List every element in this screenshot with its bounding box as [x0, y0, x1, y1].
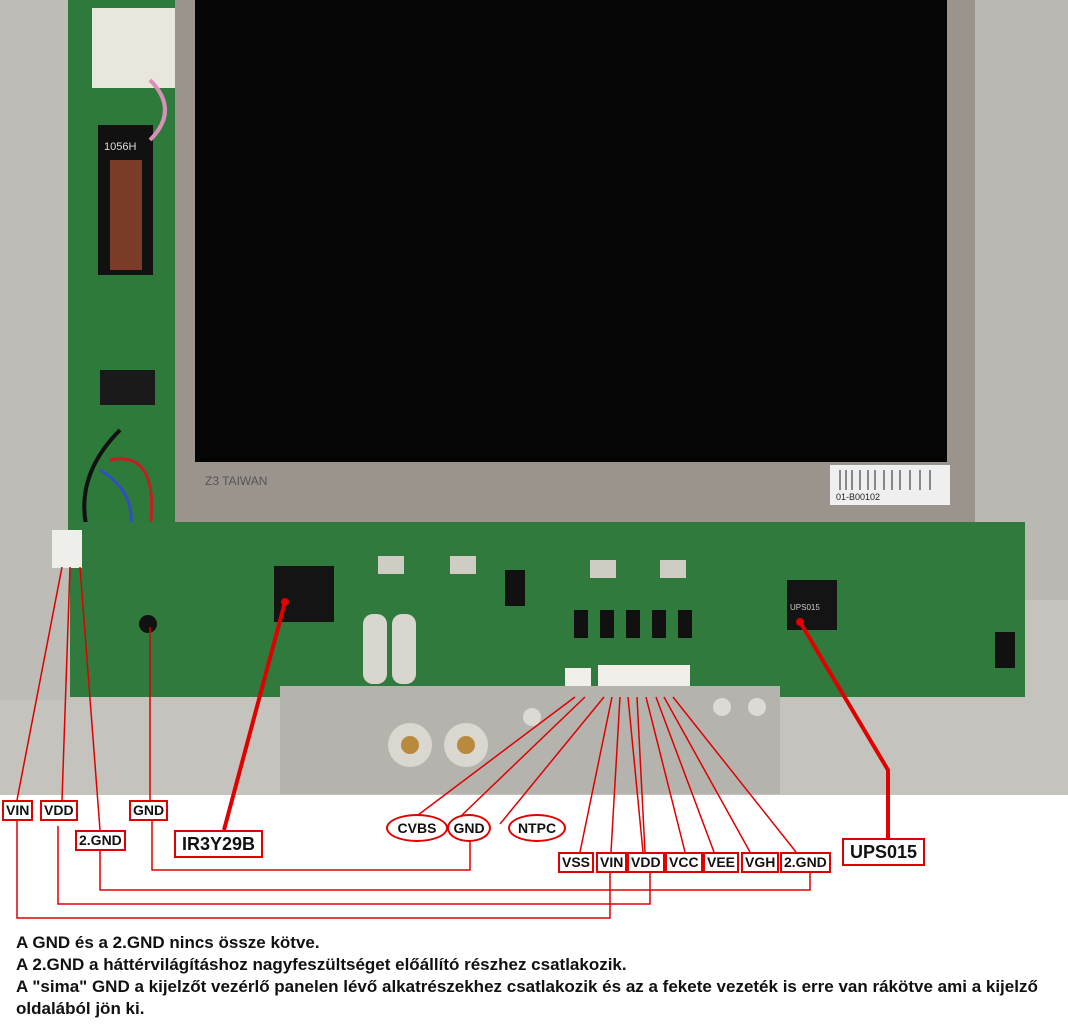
- label-vin-right: VIN: [596, 852, 628, 873]
- small-connector: [52, 530, 82, 568]
- notes: A GND és a 2.GND nincs össze kötve. A 2.…: [16, 932, 1056, 1020]
- screen-label: Z3 TAIWAN: [205, 474, 267, 488]
- pcb-photo: 1056H 01-B00102 Z3 TAIWAN UPS015: [0, 0, 1068, 795]
- label-vgh: VGH: [741, 852, 780, 873]
- main-pcb: [70, 522, 1025, 697]
- label-ups015: UPS015: [842, 838, 926, 866]
- label-vin-left: VIN: [2, 800, 34, 821]
- lcd-screen: [195, 0, 947, 462]
- note-line: A GND és a 2.GND nincs össze kötve.: [16, 933, 320, 952]
- label-cvbs: CVBS: [386, 814, 448, 842]
- label-vcc: VCC: [665, 852, 703, 873]
- note-line: A "sima" GND a kijelzőt vezérlő panelen …: [16, 977, 1043, 1018]
- label-2gnd-left: 2.GND: [75, 830, 126, 851]
- label-2gnd-right: 2.GND: [780, 852, 831, 873]
- photo-drawing: 1056H 01-B00102 Z3 TAIWAN UPS015: [52, 0, 1068, 794]
- barcode-text: 01-B00102: [836, 492, 880, 502]
- transformer-label: 1056H: [104, 141, 136, 153]
- label-ntpc: NTPC: [508, 814, 566, 842]
- label-gnd-small: GND: [447, 814, 491, 842]
- label-vss: VSS: [558, 852, 595, 873]
- chip-ir3y29b: [274, 566, 334, 622]
- label-ir3y29b: IR3Y29B: [174, 830, 264, 858]
- label-vdd-right: VDD: [627, 852, 665, 873]
- label-gnd-mid: GND: [129, 800, 169, 821]
- label-vdd-left: VDD: [40, 800, 78, 821]
- note-line: A 2.GND a háttérvilágításhoz nagyfeszült…: [16, 955, 627, 974]
- white-connector: [92, 8, 182, 88]
- label-vee: VEE: [703, 852, 740, 873]
- chip-ups-text: UPS015: [790, 603, 820, 612]
